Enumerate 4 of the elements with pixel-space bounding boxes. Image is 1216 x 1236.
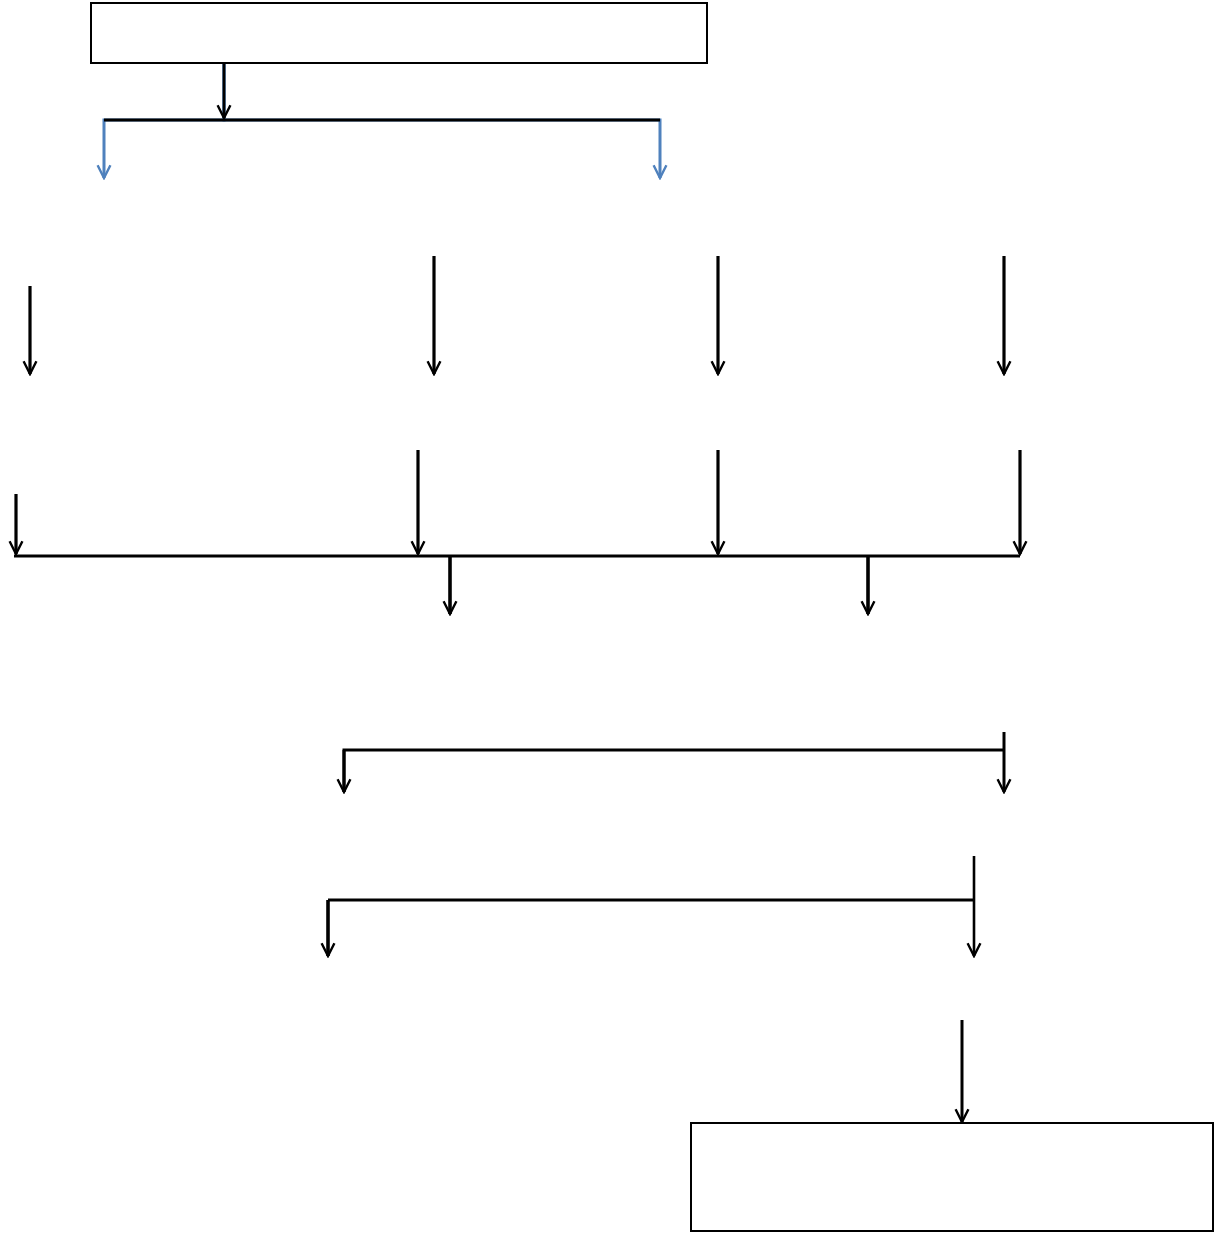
process-box bbox=[690, 1122, 1214, 1232]
arrow bbox=[954, 1020, 970, 1124]
arrow bbox=[222, 64, 668, 180]
process-box bbox=[90, 2, 708, 64]
